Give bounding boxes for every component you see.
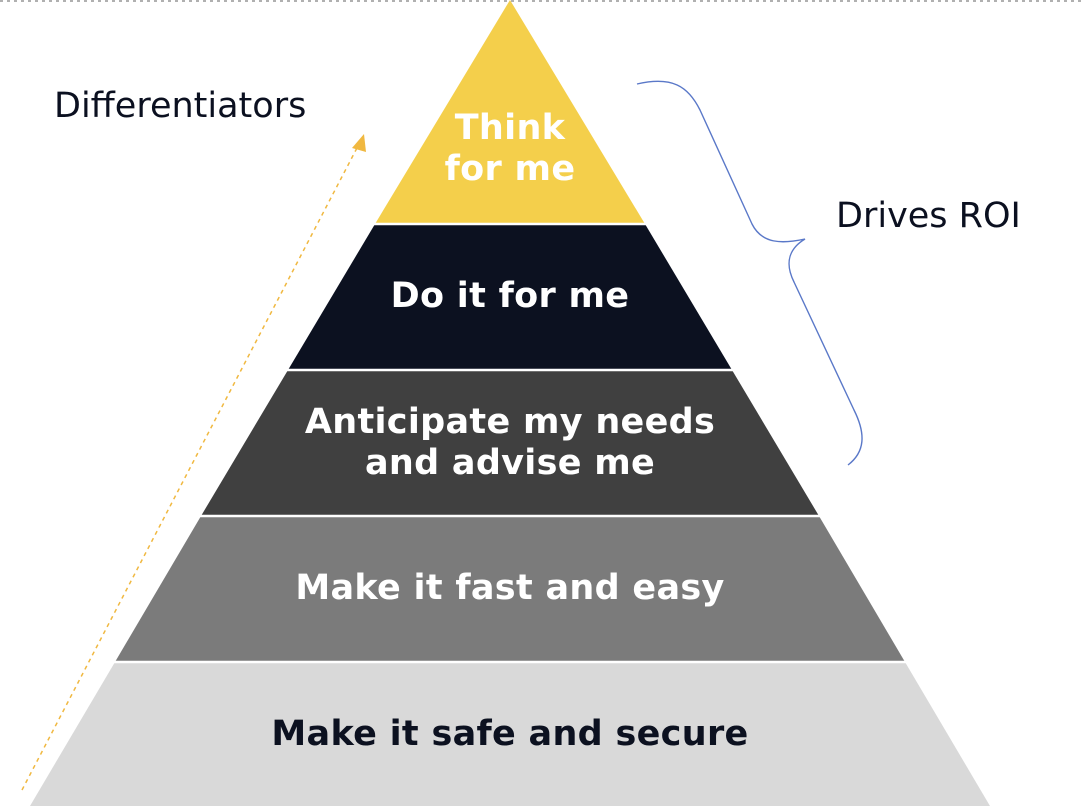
level-label-line: for me xyxy=(444,149,576,189)
level-separators xyxy=(111,222,909,664)
pyramid-level-do xyxy=(288,224,732,370)
level-label-do: Do it for me xyxy=(0,276,1020,317)
level-label-line: Anticipate my needs xyxy=(304,402,716,442)
level-label-line: Make it fast and easy xyxy=(295,568,725,608)
level-label-anticipate: Anticipate my needs and advise me xyxy=(0,402,1020,484)
differentiators-arrow xyxy=(21,145,359,791)
level-label-line: Do it for me xyxy=(390,276,630,316)
level-label-line: Think xyxy=(454,108,566,148)
level-label-think: Think for me xyxy=(0,108,1020,190)
pyramid-level-anticipate xyxy=(201,370,819,516)
drives-roi-brace xyxy=(636,80,863,466)
differentiators-label: Differentiators xyxy=(54,86,307,126)
level-label-line: Make it safe and secure xyxy=(271,714,749,754)
pyramid-level-fast xyxy=(115,516,905,662)
pyramid-level-safe xyxy=(30,662,990,806)
level-label-line: and advise me xyxy=(364,443,656,483)
arrow-head-icon xyxy=(352,134,366,152)
level-label-safe: Make it safe and secure xyxy=(0,714,1020,755)
level-label-fast: Make it fast and easy xyxy=(0,568,1020,609)
drives-roi-label: Drives ROI xyxy=(836,196,1021,236)
pyramid-level-think xyxy=(375,0,645,224)
